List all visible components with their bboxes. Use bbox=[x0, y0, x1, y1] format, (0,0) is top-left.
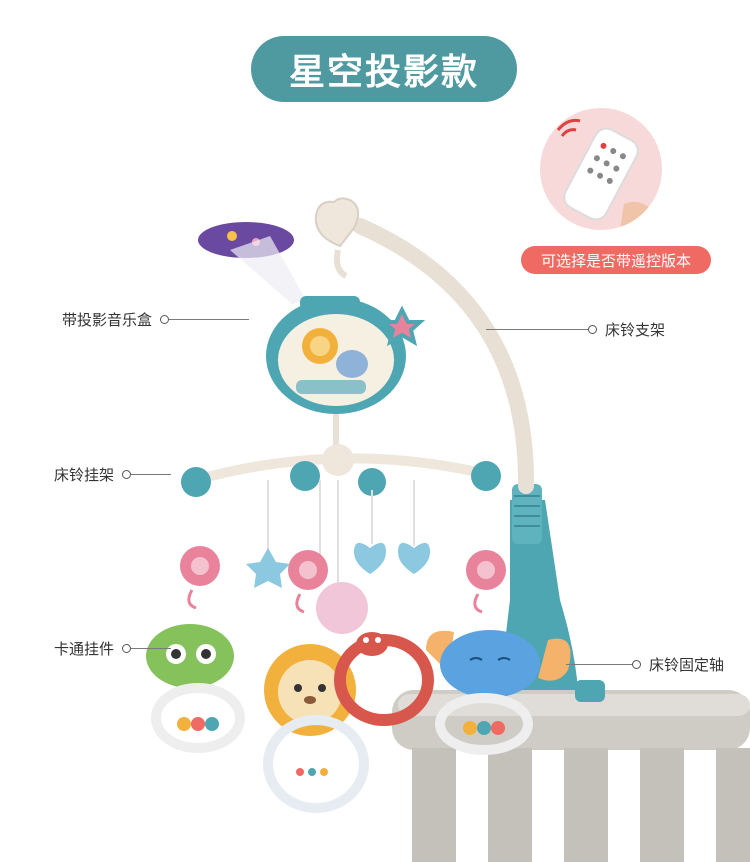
callout-dot bbox=[588, 325, 597, 334]
projection-music-box bbox=[266, 296, 426, 414]
star-pendant bbox=[246, 548, 290, 588]
mobile-hanger bbox=[181, 444, 501, 497]
callout-line bbox=[131, 648, 172, 649]
callout-axis-label: 床铃固定轴 bbox=[649, 656, 725, 674]
lion-rattle bbox=[263, 644, 369, 813]
callout-music-box: 带投影音乐盒 bbox=[62, 309, 250, 330]
heart-hook bbox=[314, 197, 360, 248]
page-title: 星空投影款 bbox=[251, 36, 517, 102]
callout-music-box-label: 带投影音乐盒 bbox=[62, 311, 153, 329]
callout-stand: 床铃支架 bbox=[486, 319, 665, 340]
heart-pendant bbox=[354, 542, 386, 574]
callout-line bbox=[131, 474, 172, 475]
remote-option-badge: 可选择是否带遥控版本 bbox=[521, 246, 711, 274]
owl-rattle bbox=[146, 624, 245, 753]
callout-pendants-label: 卡通挂件 bbox=[54, 640, 115, 658]
callout-hanger-label: 床铃挂架 bbox=[54, 466, 115, 484]
callout-line bbox=[169, 319, 250, 320]
callout-hanger: 床铃挂架 bbox=[54, 464, 172, 485]
callout-pendants: 卡通挂件 bbox=[54, 638, 172, 659]
callout-line bbox=[566, 664, 632, 665]
remote-control-icon bbox=[556, 118, 650, 230]
pink-ball-pendant bbox=[316, 582, 368, 634]
crib-rail bbox=[392, 690, 750, 862]
callout-stand-label: 床铃支架 bbox=[605, 321, 666, 339]
stand-arm bbox=[352, 218, 535, 494]
elephant-rattle bbox=[426, 630, 571, 755]
flower-pendants bbox=[180, 546, 506, 614]
callout-dot bbox=[632, 660, 641, 669]
callout-axis: 床铃固定轴 bbox=[566, 654, 724, 675]
remote-control-image bbox=[540, 108, 662, 230]
callout-dot bbox=[122, 470, 132, 479]
callout-dot bbox=[160, 315, 170, 324]
crab-rattle bbox=[334, 632, 434, 726]
callout-line bbox=[486, 329, 588, 330]
callout-dot bbox=[122, 644, 132, 653]
